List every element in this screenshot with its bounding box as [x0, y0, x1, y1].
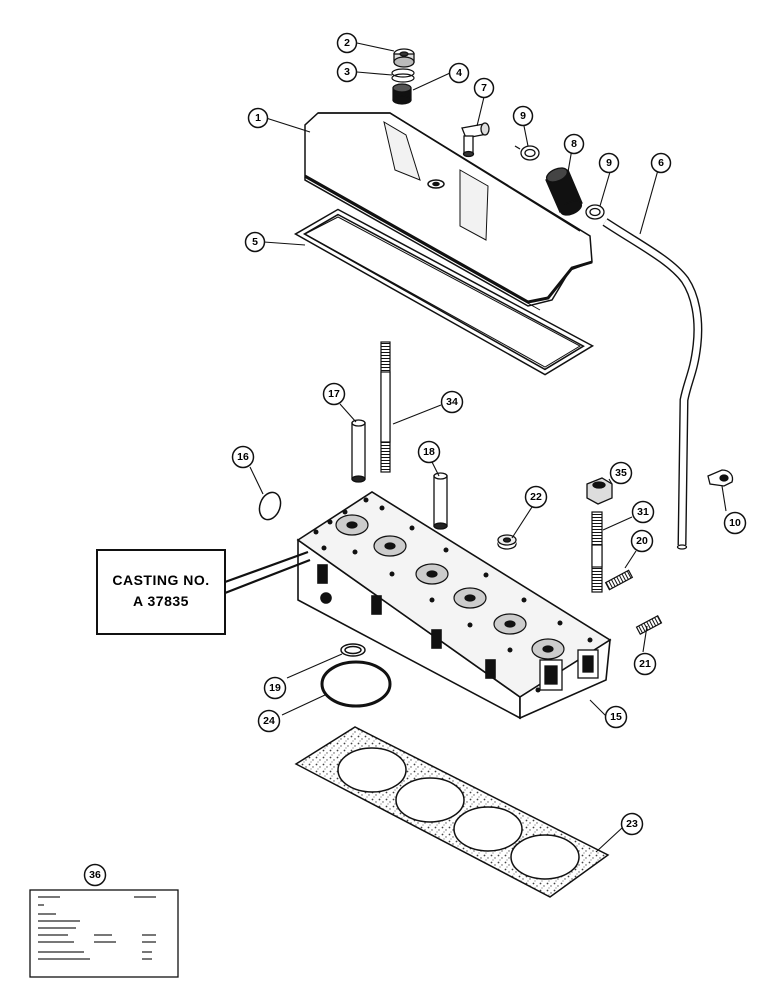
hose-clamp-part: [514, 145, 540, 161]
svg-text:15: 15: [610, 711, 622, 723]
callout-9: 9: [598, 152, 620, 174]
plug-part: [258, 491, 282, 521]
callout-36: 36: [83, 863, 107, 887]
callout-24: 24: [257, 709, 281, 733]
stud-nut-part: [586, 477, 613, 505]
svg-text:4: 4: [456, 67, 462, 79]
callout-9: 9: [512, 105, 534, 127]
svg-text:18: 18: [423, 446, 435, 458]
callout-15: 15: [604, 705, 628, 729]
nut-part: [497, 534, 517, 550]
svg-text:8: 8: [571, 138, 577, 150]
rubber-grommet-part: [392, 83, 412, 105]
callout-34: 34: [440, 390, 464, 414]
svg-text:6: 6: [658, 157, 664, 169]
svg-text:10: 10: [729, 517, 741, 529]
callout-23: 23: [620, 812, 644, 836]
callout-5: 5: [244, 231, 266, 253]
callout-22: 22: [524, 485, 548, 509]
filler-cap-part: [393, 48, 415, 68]
svg-text:20: 20: [636, 535, 648, 547]
callout-4: 4: [448, 62, 470, 84]
casting-number-title: CASTING NO.: [112, 572, 209, 588]
callout-20: 20: [630, 529, 654, 553]
casting-number-label: CASTING NO. A 37835: [96, 549, 311, 635]
short-stud-part: [604, 569, 634, 591]
callout-31: 31: [631, 500, 655, 524]
svg-text:36: 36: [89, 869, 101, 881]
svg-text:35: 35: [615, 467, 627, 479]
callout-19: 19: [263, 676, 287, 700]
valve-cover-part: [304, 112, 593, 311]
svg-text:19: 19: [269, 682, 281, 694]
o-ring-part: [320, 660, 392, 708]
callout-1: 1: [247, 107, 269, 129]
breather-hose-part: [545, 167, 583, 216]
callout-2: 2: [336, 32, 358, 54]
callout-35: 35: [609, 461, 633, 485]
valve-cover-gasket-part: [293, 208, 595, 376]
breather-elbow-part: [461, 122, 490, 158]
svg-text:23: 23: [626, 818, 638, 830]
callout-16: 16: [231, 445, 255, 469]
tube-clip-part: [707, 469, 734, 487]
svg-text:5: 5: [252, 236, 258, 248]
svg-text:9: 9: [520, 110, 526, 122]
svg-text:9: 9: [606, 157, 612, 169]
svg-text:31: 31: [637, 506, 649, 518]
svg-text:7: 7: [481, 82, 487, 94]
callout-3: 3: [336, 61, 358, 83]
engine-data-plate: [29, 889, 179, 978]
svg-text:34: 34: [446, 396, 458, 408]
breather-tube-part: [602, 218, 703, 550]
callout-8: 8: [563, 133, 585, 155]
svg-text:24: 24: [263, 715, 275, 727]
svg-text:21: 21: [639, 658, 651, 670]
svg-text:16: 16: [237, 451, 249, 463]
valve-guide-part: [351, 419, 366, 483]
callout-18: 18: [417, 440, 441, 464]
seal-ring-part: [340, 643, 366, 657]
svg-text:22: 22: [530, 491, 542, 503]
svg-text:1: 1: [255, 112, 261, 124]
callout-21: 21: [633, 652, 657, 676]
callout-10: 10: [723, 511, 747, 535]
callout-7: 7: [473, 77, 495, 99]
long-stud-part: [380, 341, 391, 473]
head-stud-part: [591, 511, 603, 593]
svg-text:2: 2: [344, 37, 350, 49]
head-gasket-part: [294, 726, 610, 898]
casting-number-value: A 37835: [133, 593, 189, 609]
cylinder-head-part: [296, 491, 612, 720]
leader-lines: [249, 42, 727, 853]
short-stud-part: [635, 615, 663, 635]
svg-text:17: 17: [328, 388, 340, 400]
hose-clamp-part: [585, 204, 605, 220]
callout-6: 6: [650, 152, 672, 174]
valve-guide-part: [433, 472, 448, 530]
spring-washer-part: [391, 68, 415, 83]
callout-17: 17: [322, 382, 346, 406]
svg-text:3: 3: [344, 66, 350, 78]
